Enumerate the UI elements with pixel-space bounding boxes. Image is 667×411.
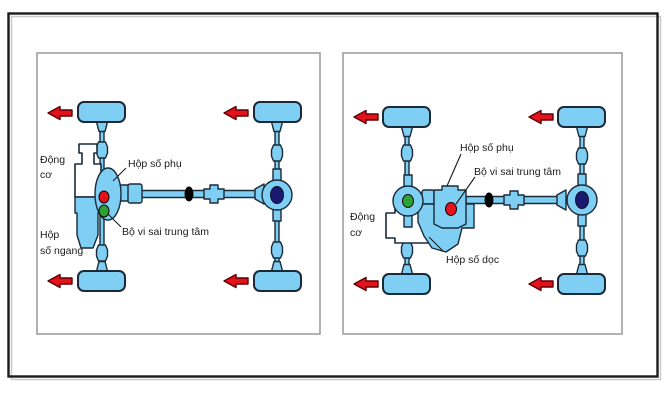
gearbox-label: Hộp số dọc (446, 254, 499, 266)
axle-joint (400, 144, 414, 162)
wheel-front-right (382, 273, 431, 295)
leader-transfer-case (446, 153, 462, 187)
wheel-hub (270, 121, 284, 133)
engine-label-line2: cơ (40, 169, 52, 181)
axle-joint (400, 241, 414, 259)
propeller-shaft (131, 189, 258, 199)
axle-joint (95, 141, 109, 159)
wheel-rear-right (557, 273, 606, 295)
wheel-front-left (382, 106, 431, 128)
wheel-rear-right (253, 270, 302, 292)
wheel-hub (95, 121, 109, 133)
transfer-case-label: Hộp số phụ (460, 142, 514, 154)
gearbox-label-line1: Hộp (40, 229, 59, 241)
engine-label-line2: cơ (350, 227, 362, 239)
center-diff-indicator-dot-green (98, 204, 110, 218)
wheel-hub (400, 126, 414, 138)
panel-transverse-4wd: Động cơ Hộp số phụ Bộ vi sai trung tâm H… (36, 52, 321, 335)
axle-joint (270, 144, 284, 162)
outer-frame (7, 12, 659, 378)
shaft-coupler (421, 189, 435, 205)
center-bearing-joint (484, 192, 494, 208)
transfer-case-label: Hộp số phụ (128, 158, 182, 170)
wheel-hub (575, 263, 589, 275)
axle-joint (270, 241, 284, 259)
center-differential-label: Bộ vi sai trung tâm (474, 166, 561, 178)
wheel-front-left (77, 101, 126, 123)
axle-joint (575, 239, 589, 257)
leader-gearbox (428, 236, 444, 252)
wheel-rear-left (557, 106, 606, 128)
frame-shadow (10, 15, 662, 381)
panel-longitudinal-4wd: Hộp số phụ Bộ vi sai trung tâm Động cơ H… (342, 52, 623, 335)
gearbox-label-line2: số ngang (40, 245, 83, 257)
engine-label-line1: Động (40, 154, 65, 166)
axle-joint (95, 244, 109, 262)
transfer-case-indicator-dot-red (98, 190, 110, 204)
front-diff-indicator-dot-green (402, 194, 414, 208)
wheel-hub (270, 260, 284, 272)
leader-center-diff (107, 213, 122, 228)
center-differential-label: Bộ vi sai trung tâm (122, 226, 209, 238)
engine-label-line1: Động (350, 211, 375, 223)
center-diff-indicator-dot-red (445, 202, 457, 216)
leader-center-diff (455, 176, 476, 205)
diff-inlet-flange (254, 183, 265, 205)
wheel-hub (400, 263, 414, 275)
diff-inlet-flange (556, 189, 567, 211)
wheel-hub (575, 126, 589, 138)
shaft-coupler (127, 183, 143, 204)
center-bearing-joint (184, 186, 194, 202)
wheel-rear-left (253, 101, 302, 123)
wheel-hub (95, 260, 109, 272)
rear-diff-indicator-dot-navy (575, 191, 589, 209)
rear-diff-indicator-dot-navy (270, 186, 284, 204)
axle-joint (575, 147, 589, 165)
wheel-front-right (77, 270, 126, 292)
leader-transfer-case (112, 167, 127, 182)
